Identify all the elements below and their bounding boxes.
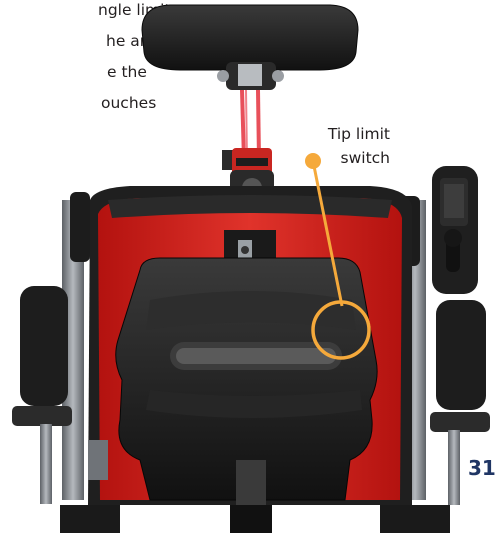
body-text-line-4: ouches <box>101 94 157 112</box>
left-armrest-pad <box>20 286 68 406</box>
tip-limit-switch-ring <box>311 300 371 360</box>
callout-line-2: switch <box>340 149 390 168</box>
callout-leader-line <box>311 160 344 307</box>
body-text-line-3: e the <box>107 63 147 81</box>
callout-line-1: Tip limit <box>327 125 390 143</box>
tip-limit-switch-label: Tip limit switch <box>300 122 390 170</box>
right-armrest-pad <box>436 300 486 410</box>
headrest-pad <box>141 4 359 71</box>
callout-dot <box>305 153 321 169</box>
page-number: 31 <box>468 456 496 480</box>
